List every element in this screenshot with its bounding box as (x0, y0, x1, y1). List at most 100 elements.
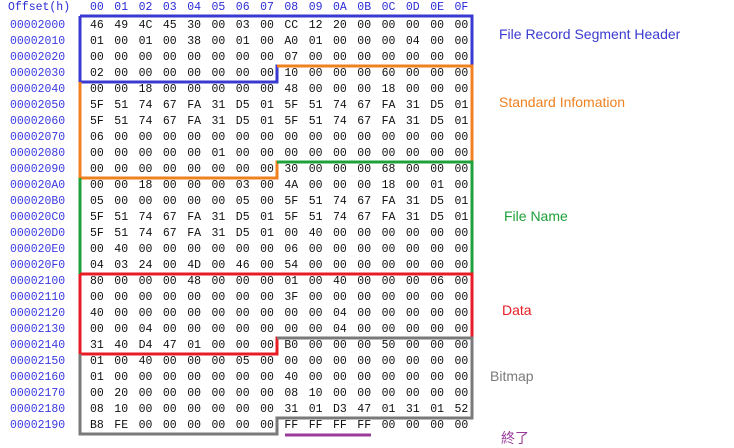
hex-byte[interactable]: 00 (357, 179, 372, 192)
hex-byte[interactable]: 00 (138, 419, 153, 432)
hex-byte[interactable]: 00 (308, 131, 323, 144)
hex-byte[interactable]: 00 (235, 419, 250, 432)
hex-byte[interactable]: 00 (90, 83, 104, 96)
hex-byte[interactable]: 00 (235, 307, 250, 320)
hex-byte[interactable]: 4C (138, 19, 153, 32)
hex-byte[interactable]: 00 (114, 275, 129, 288)
hex-byte[interactable]: 00 (162, 323, 177, 336)
hex-byte[interactable]: 00 (454, 355, 469, 368)
hex-byte[interactable]: 00 (454, 67, 469, 80)
hex-byte[interactable]: 00 (454, 35, 469, 48)
hex-byte[interactable]: A0 (284, 35, 299, 48)
hex-byte[interactable]: D3 (333, 403, 347, 416)
hex-byte[interactable]: FA (187, 115, 201, 128)
hex-byte[interactable]: 00 (308, 355, 323, 368)
hex-byte[interactable]: 00 (381, 355, 396, 368)
hex-byte[interactable]: 00 (235, 291, 250, 304)
hex-byte[interactable]: 5F (284, 99, 299, 112)
hex-byte[interactable]: 20 (333, 19, 347, 32)
hex-byte[interactable]: 51 (114, 227, 129, 240)
hex-byte[interactable]: 00 (381, 243, 396, 256)
hex-byte[interactable]: 00 (114, 67, 129, 80)
hex-byte[interactable]: 00 (308, 163, 323, 176)
hex-byte[interactable]: 00 (235, 83, 250, 96)
hex-byte[interactable]: 00 (138, 243, 153, 256)
hex-byte[interactable]: 00 (187, 163, 201, 176)
hex-byte[interactable]: 00 (381, 51, 396, 64)
hex-byte[interactable]: 47 (162, 339, 177, 352)
hex-byte[interactable]: 00 (357, 163, 372, 176)
hex-byte[interactable]: 00 (211, 387, 226, 400)
hex-byte[interactable]: 48 (187, 275, 201, 288)
hex-byte[interactable]: D5 (430, 99, 444, 112)
hex-byte[interactable]: 00 (454, 291, 469, 304)
hex-byte[interactable]: 00 (114, 147, 129, 160)
hex-byte[interactable]: 00 (235, 323, 250, 336)
hex-byte[interactable]: 00 (333, 387, 347, 400)
hex-byte[interactable]: 00 (405, 259, 420, 272)
hex-byte[interactable]: D5 (430, 115, 444, 128)
hex-byte[interactable]: 10 (284, 67, 299, 80)
hex-byte[interactable]: D5 (235, 99, 250, 112)
hex-byte[interactable]: 00 (187, 403, 201, 416)
hex-byte[interactable]: 00 (381, 131, 396, 144)
hex-byte[interactable]: B8 (90, 419, 104, 432)
hex-byte[interactable]: 00 (381, 307, 396, 320)
hex-byte[interactable]: 00 (430, 307, 444, 320)
hex-byte[interactable]: 00 (114, 291, 129, 304)
hex-byte[interactable]: 00 (114, 35, 129, 48)
hex-byte[interactable]: 00 (454, 131, 469, 144)
hex-byte[interactable]: 51 (308, 99, 323, 112)
hex-byte[interactable]: 00 (357, 291, 372, 304)
hex-byte[interactable]: 00 (187, 179, 201, 192)
hex-byte[interactable]: FF (284, 419, 299, 432)
hex-byte[interactable]: 06 (284, 243, 299, 256)
hex-byte[interactable]: 01 (308, 403, 323, 416)
hex-byte[interactable]: 00 (211, 131, 226, 144)
hex-byte[interactable]: 02 (90, 67, 104, 80)
hex-byte[interactable]: 00 (333, 179, 347, 192)
hex-byte[interactable]: 01 (430, 403, 444, 416)
hex-byte[interactable]: 00 (405, 19, 420, 32)
hex-byte[interactable]: 67 (162, 99, 177, 112)
hex-byte[interactable]: 00 (90, 387, 104, 400)
hex-byte[interactable]: 31 (211, 227, 226, 240)
hex-byte[interactable]: 00 (260, 419, 274, 432)
hex-byte[interactable]: 00 (260, 83, 274, 96)
hex-byte[interactable]: 00 (260, 179, 274, 192)
hex-byte[interactable]: 00 (308, 339, 323, 352)
hex-byte[interactable]: 46 (90, 19, 104, 32)
hex-byte[interactable]: 00 (114, 195, 129, 208)
hex-byte[interactable]: 00 (284, 147, 299, 160)
hex-byte[interactable]: 01 (454, 99, 469, 112)
hex-byte[interactable]: 00 (381, 323, 396, 336)
hex-byte[interactable]: 00 (357, 131, 372, 144)
hex-byte[interactable]: 31 (405, 115, 420, 128)
hex-byte[interactable]: 00 (357, 67, 372, 80)
hex-byte[interactable]: 00 (235, 243, 250, 256)
hex-byte[interactable]: D5 (235, 211, 250, 224)
hex-byte[interactable]: 00 (357, 83, 372, 96)
hex-byte[interactable]: 00 (405, 387, 420, 400)
hex-byte[interactable]: 00 (90, 147, 104, 160)
hex-byte[interactable]: 00 (162, 147, 177, 160)
hex-byte[interactable]: 00 (454, 19, 469, 32)
hex-byte[interactable]: 00 (405, 275, 420, 288)
hex-byte[interactable]: 00 (405, 131, 420, 144)
hex-byte[interactable]: 51 (308, 195, 323, 208)
hex-byte[interactable]: 04 (405, 35, 420, 48)
hex-byte[interactable]: 00 (430, 419, 444, 432)
hex-byte[interactable]: 06 (90, 131, 104, 144)
hex-byte[interactable]: 00 (284, 323, 299, 336)
hex-byte[interactable]: 00 (454, 275, 469, 288)
hex-byte[interactable]: 00 (284, 227, 299, 240)
hex-byte[interactable]: 00 (138, 67, 153, 80)
hex-byte[interactable]: 00 (187, 419, 201, 432)
hex-byte[interactable]: 00 (430, 227, 444, 240)
hex-byte[interactable]: 00 (211, 179, 226, 192)
hex-byte[interactable]: 31 (211, 115, 226, 128)
hex-byte[interactable]: 47 (357, 403, 372, 416)
hex-byte[interactable]: 20 (114, 387, 129, 400)
hex-byte[interactable]: 00 (405, 163, 420, 176)
hex-byte[interactable]: 74 (333, 211, 347, 224)
